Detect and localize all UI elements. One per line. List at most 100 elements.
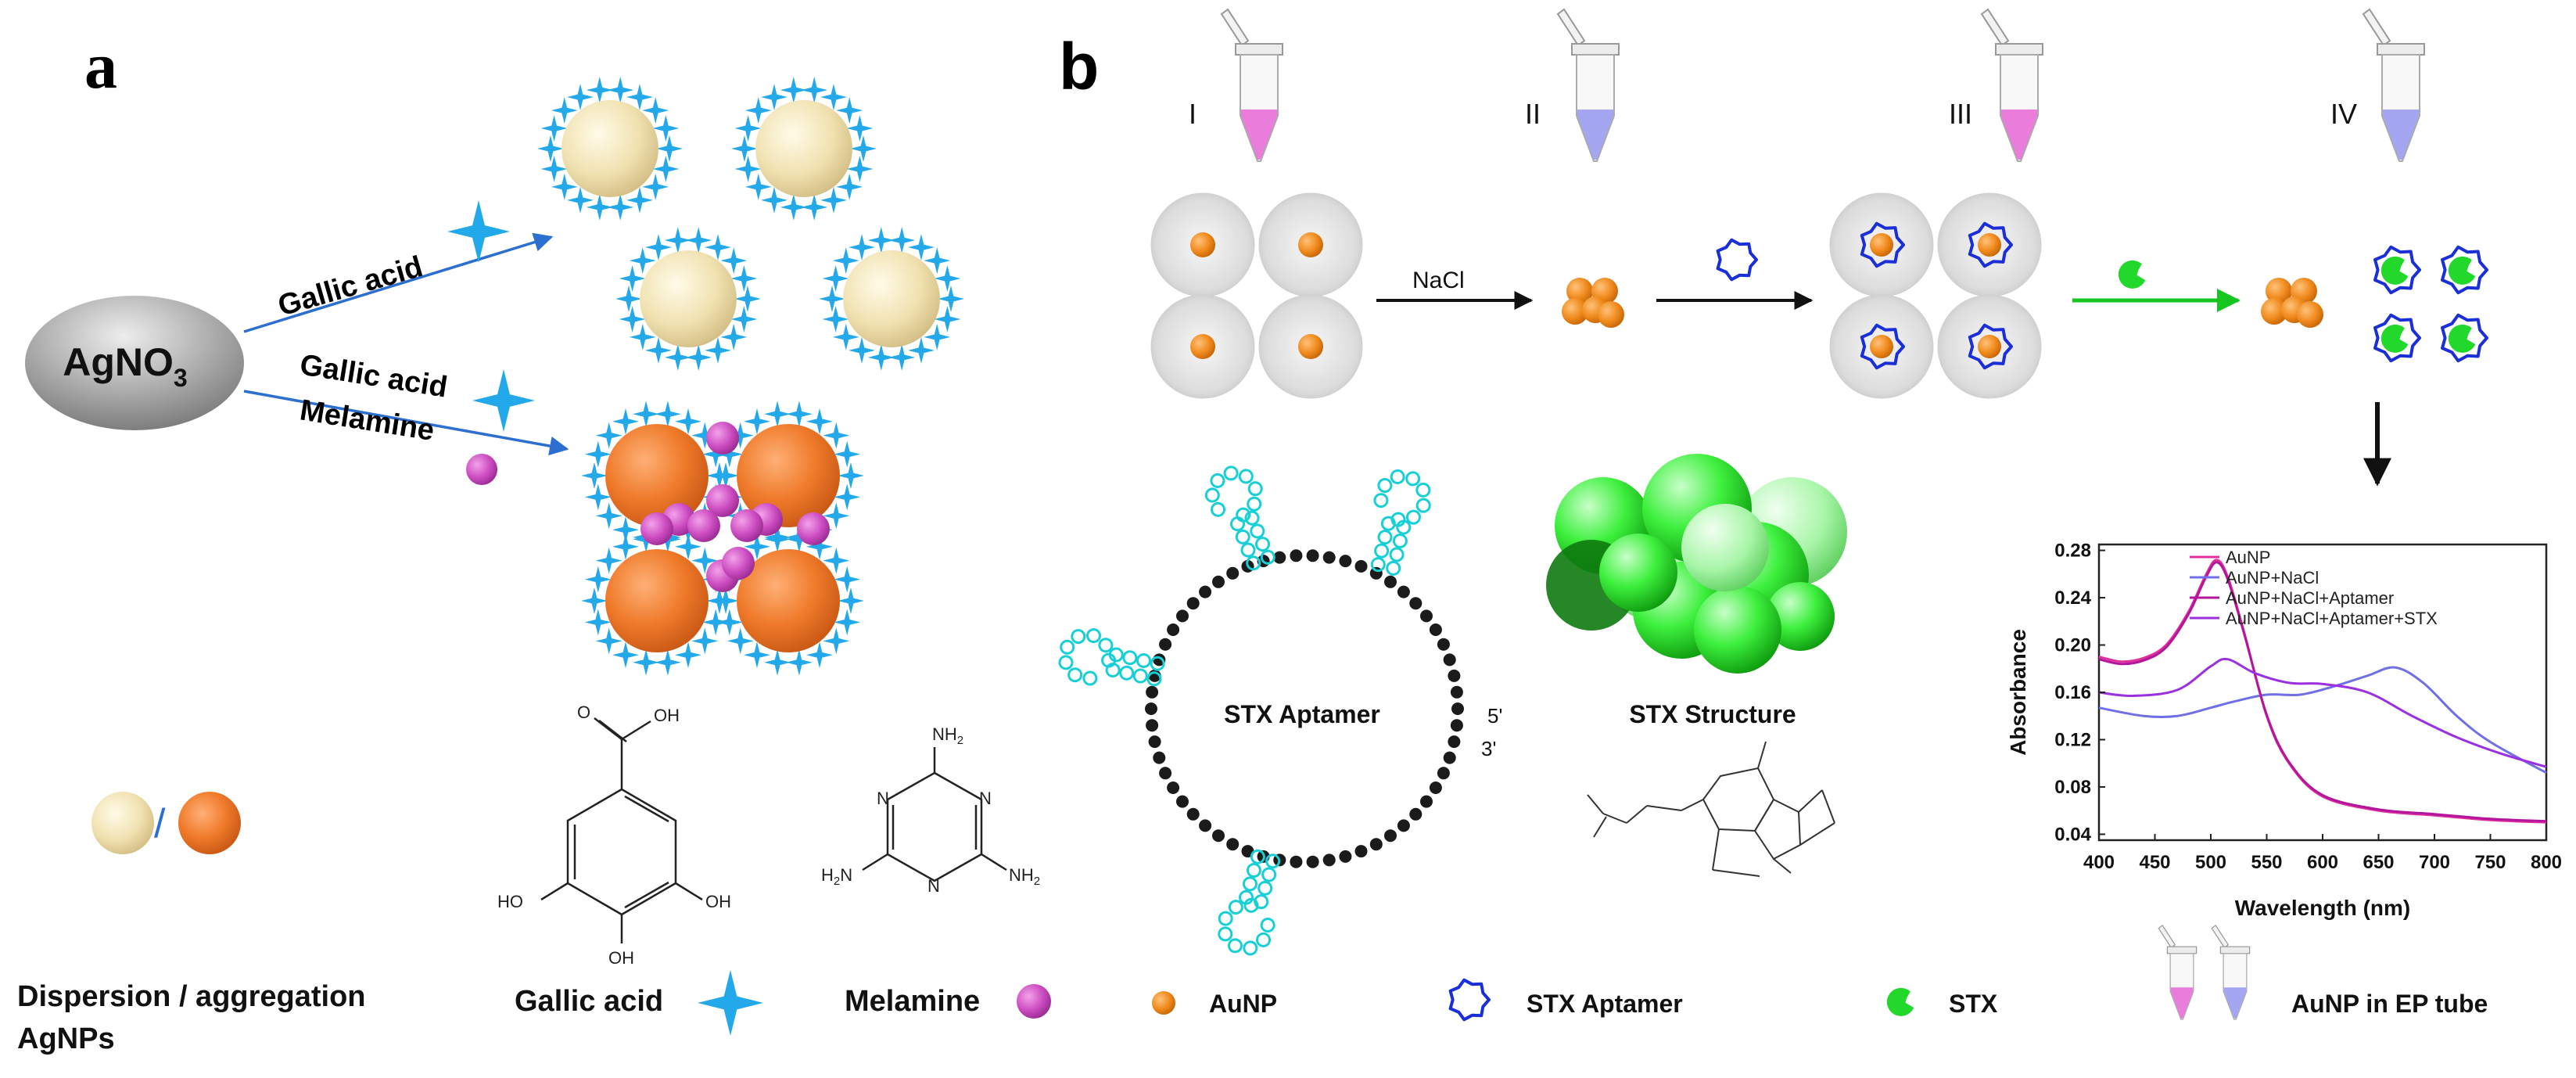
nucleotide bbox=[1246, 555, 1261, 571]
route2-arrow bbox=[243, 390, 569, 456]
aunp-particle bbox=[1566, 278, 1593, 304]
melamine-atom-labels: NH2 N N N H2N NH2 bbox=[821, 724, 1040, 896]
gallic-coating-icon bbox=[836, 97, 863, 124]
gallic-coating-icon bbox=[785, 401, 813, 428]
nucleotide bbox=[1369, 838, 1383, 851]
legend-label-4: AuNP+NaCl+Aptamer+STX bbox=[2226, 609, 2438, 628]
well-i-3 bbox=[1150, 294, 1255, 399]
nucleotide bbox=[1086, 628, 1102, 644]
mel-n-bottom: N bbox=[927, 876, 940, 896]
legend-aunp-icon bbox=[1152, 991, 1175, 1015]
stx-icon bbox=[2380, 324, 2409, 353]
nucleotide bbox=[1150, 656, 1165, 671]
gallic-coating-icon bbox=[626, 84, 653, 111]
route1-label: Gallic acid bbox=[274, 250, 426, 323]
tube-label-IV: IV bbox=[2330, 98, 2357, 130]
aunp-particle bbox=[1978, 233, 2001, 257]
nucleotide bbox=[1218, 911, 1233, 926]
gallic-coating-icon bbox=[734, 115, 762, 142]
x-tick-label: 600 bbox=[2307, 852, 2338, 873]
nucleotide bbox=[1265, 853, 1281, 869]
panel-b-label: b bbox=[1059, 30, 1099, 103]
gallic-coating-icon bbox=[716, 440, 743, 468]
gallic-coating-icon bbox=[675, 408, 701, 435]
well-i-1 bbox=[1150, 192, 1255, 297]
gallic-coating-icon bbox=[615, 286, 642, 312]
nucleotide bbox=[1420, 609, 1433, 623]
nucleotide bbox=[1390, 512, 1406, 527]
nucleotide bbox=[1227, 938, 1243, 954]
gallic-coating-icon bbox=[629, 323, 656, 350]
legend-stx-icon bbox=[1886, 987, 1914, 1016]
gallic-coating-icon bbox=[734, 286, 761, 312]
nucleotide bbox=[1377, 478, 1393, 494]
particle-core bbox=[843, 250, 940, 347]
gallic-acid-legend-icon bbox=[698, 970, 763, 1036]
nucleotide bbox=[1409, 807, 1423, 821]
reaction-wells bbox=[1150, 192, 2042, 399]
legend-aptamer-icon bbox=[1448, 978, 1491, 1022]
particle-core bbox=[737, 424, 840, 527]
aunp-particle bbox=[1598, 301, 1624, 328]
y-tick-label: 0.08 bbox=[2054, 777, 2091, 798]
gallic-coating-icon bbox=[806, 641, 833, 669]
nucleotide bbox=[1186, 597, 1200, 610]
gallic-coating-icon bbox=[619, 305, 646, 332]
gallic-coating-icon bbox=[834, 609, 861, 636]
stx-structure-label: STX Structure bbox=[1629, 700, 1796, 728]
stx-aptamer-label: STX Aptamer bbox=[1224, 700, 1380, 728]
well-i-2 bbox=[1258, 192, 1363, 297]
gallic-coating-icon bbox=[720, 323, 748, 350]
gallic-coating-icon bbox=[586, 77, 613, 104]
gallic-coating-icon bbox=[716, 609, 743, 636]
aptamer-hairpin bbox=[1370, 469, 1431, 576]
stx-aptamer-ring bbox=[1058, 465, 1464, 956]
aunp-particle bbox=[1870, 233, 1893, 257]
stx-icon bbox=[2448, 324, 2476, 353]
nucleotide bbox=[1159, 767, 1172, 780]
x-tick-label: 400 bbox=[2083, 852, 2115, 873]
gallic-coating-icon bbox=[705, 234, 731, 261]
gallic-coating-icon bbox=[691, 627, 719, 655]
gallic-coating-icon bbox=[734, 155, 762, 182]
series-line-4 bbox=[2098, 657, 2547, 768]
gallic-coating-icon bbox=[761, 84, 788, 111]
melamine-molecule bbox=[722, 547, 755, 580]
nucleotide bbox=[1247, 496, 1262, 512]
gallic-coating-icon bbox=[761, 186, 788, 214]
gallic-coating-icon bbox=[820, 186, 847, 214]
ep-tube-II bbox=[1556, 8, 1620, 162]
gallic-coating-icon bbox=[685, 343, 712, 371]
legend-label-1: AuNP bbox=[2226, 548, 2270, 567]
well-iii-2 bbox=[1937, 192, 2042, 297]
gallic-coating-icon bbox=[744, 533, 770, 560]
well-iii-3 bbox=[1829, 294, 1934, 399]
nucleotide bbox=[1306, 549, 1319, 562]
aptamer-icon bbox=[2373, 313, 2421, 363]
gallic-coating-icon bbox=[823, 547, 850, 574]
nucleotide bbox=[1226, 566, 1240, 580]
gallic-coating-icon bbox=[691, 547, 719, 574]
gallic-coating-icon bbox=[801, 193, 828, 221]
legend-gallic-acid: Gallic acid bbox=[515, 985, 663, 1018]
x-tick-label: 450 bbox=[2139, 852, 2170, 873]
gallic-coating-icon bbox=[764, 649, 791, 676]
gallic-coating-icon bbox=[780, 193, 807, 221]
nucleotide bbox=[1167, 782, 1180, 794]
nucleotide bbox=[1250, 849, 1265, 864]
gallic-coating-icon bbox=[850, 135, 877, 162]
nucleotide bbox=[1238, 469, 1254, 484]
gallic-coating-icon bbox=[642, 97, 669, 124]
gallic-coating-icon bbox=[806, 408, 833, 435]
nucleotide bbox=[1153, 751, 1166, 764]
melamine-structure bbox=[862, 747, 1007, 882]
nucleotide bbox=[1373, 493, 1389, 508]
melamine-icon-route2 bbox=[466, 454, 497, 485]
y-tick-label: 0.24 bbox=[2054, 588, 2091, 609]
aptamer-hairpin bbox=[1204, 465, 1275, 571]
gallic-coating-icon bbox=[730, 305, 758, 332]
gallic-coating-icon bbox=[612, 641, 639, 669]
nucleotide bbox=[1450, 719, 1463, 732]
gallic-coating-icon bbox=[654, 401, 681, 428]
nacl-label: NaCl bbox=[1412, 268, 1465, 293]
